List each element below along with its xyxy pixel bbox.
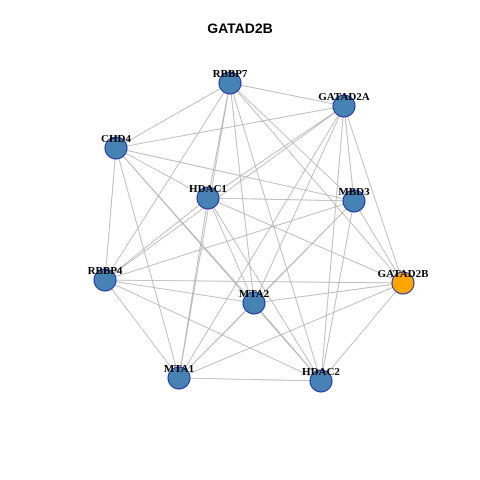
edge-gatad2b-mta1 <box>178 282 404 379</box>
edge-hdac1-mta1 <box>178 197 209 379</box>
node-mbd3[interactable]: MBD3 <box>338 186 370 213</box>
edge-rbbp4-mta2 <box>104 279 255 304</box>
edge-rbbp4-hdac2 <box>104 279 322 382</box>
node-circle[interactable] <box>309 369 333 393</box>
edge-rbbp4-gatad2b <box>104 279 404 284</box>
edge-gatad2b-mta2 <box>253 282 404 304</box>
node-circle[interactable] <box>167 366 191 390</box>
edge-rbbp7-gatad2b <box>229 82 404 284</box>
edge-chd4-hdac1 <box>115 147 209 199</box>
edge-mbd3-hdac2 <box>320 200 355 382</box>
edge-rbbp7-gatad2a <box>229 82 345 107</box>
edge-chd4-mbd3 <box>115 147 355 202</box>
node-mta2[interactable]: MTA2 <box>239 288 270 315</box>
edge-gatad2a-mbd3 <box>343 105 355 202</box>
node-label: GATAD2B <box>378 268 430 280</box>
node-label: MTA2 <box>239 288 270 300</box>
edge-mta2-hdac2 <box>253 302 322 382</box>
node-circle[interactable] <box>104 136 128 160</box>
edge-chd4-mta1 <box>115 147 180 379</box>
edge-gatad2a-gatad2b <box>343 105 404 284</box>
edge-mta2-mta1 <box>178 302 255 379</box>
edge-hdac1-rbbp4 <box>104 197 209 281</box>
edge-mta1-hdac2 <box>178 377 322 382</box>
edge-mbd3-gatad2b <box>353 200 404 284</box>
edge-gatad2a-hdac2 <box>320 105 345 382</box>
node-label: RBBP7 <box>213 68 248 80</box>
edge-rbbp7-hdac2 <box>229 82 322 382</box>
edge-rbbp7-mbd3 <box>229 82 355 202</box>
edge-rbbp7-chd4 <box>115 82 231 149</box>
node-circle[interactable] <box>342 189 366 213</box>
node-circle[interactable] <box>93 268 117 292</box>
node-label: CHD4 <box>101 133 131 145</box>
node-gatad2b[interactable]: GATAD2B <box>378 268 430 295</box>
node-circle[interactable] <box>332 94 356 118</box>
edge-rbbp4-mta1 <box>104 279 180 379</box>
node-circle[interactable] <box>391 271 415 295</box>
edge-gatad2a-hdac1 <box>207 105 345 199</box>
graph-title: GATAD2B <box>207 20 273 36</box>
edge-chd4-rbbp4 <box>104 147 117 281</box>
node-chd4[interactable]: CHD4 <box>101 133 131 160</box>
edge-hdac1-gatad2b <box>207 197 404 284</box>
node-label: MTA1 <box>164 363 194 375</box>
node-rbbp4[interactable]: RBBP4 <box>88 265 123 292</box>
edge-mbd3-rbbp4 <box>104 200 355 281</box>
edge-rbbp7-mta2 <box>229 82 255 304</box>
edge-hdac1-mta2 <box>207 197 255 304</box>
edge-hdac1-mbd3 <box>207 197 355 202</box>
node-mta1[interactable]: MTA1 <box>164 363 194 390</box>
edge-hdac1-hdac2 <box>207 197 322 382</box>
node-hdac1[interactable]: HDAC1 <box>189 183 227 210</box>
node-rbbp7[interactable]: RBBP7 <box>213 68 248 95</box>
edge-rbbp7-rbbp4 <box>104 82 231 281</box>
edge-rbbp7-mta1 <box>178 82 231 379</box>
edge-gatad2a-mta2 <box>253 105 345 304</box>
node-label: HDAC1 <box>189 183 227 195</box>
node-label: GATAD2A <box>318 91 370 103</box>
edge-gatad2a-mta1 <box>178 105 345 379</box>
edge-gatad2a-rbbp4 <box>104 105 345 281</box>
edge-gatad2a-chd4 <box>115 105 345 149</box>
node-hdac2[interactable]: HDAC2 <box>302 366 340 393</box>
node-label: HDAC2 <box>302 366 340 378</box>
edge-layer <box>104 82 404 382</box>
node-circle[interactable] <box>242 291 266 315</box>
node-label: MBD3 <box>338 186 370 198</box>
node-gatad2a[interactable]: GATAD2A <box>318 91 370 118</box>
edge-gatad2b-hdac2 <box>320 282 404 382</box>
edge-chd4-hdac2 <box>115 147 322 382</box>
node-circle[interactable] <box>218 71 242 95</box>
node-circle[interactable] <box>196 186 220 210</box>
node-label: RBBP4 <box>88 265 123 277</box>
